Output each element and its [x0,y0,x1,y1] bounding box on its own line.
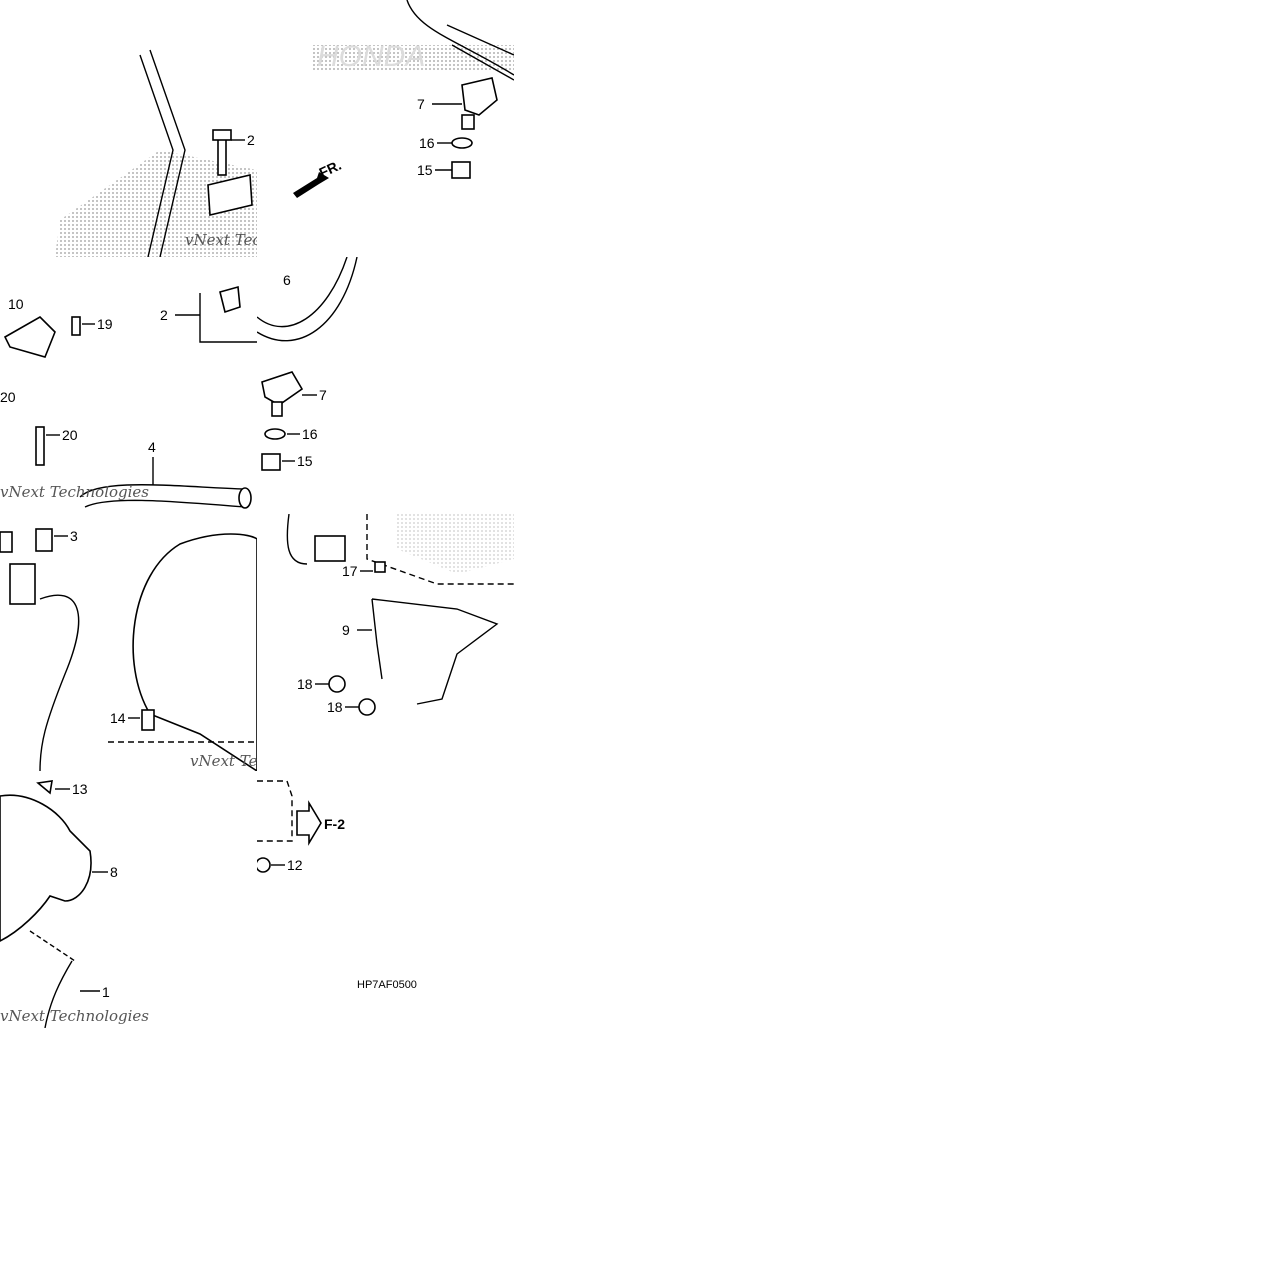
callout-15: 15 [417,162,433,178]
callout-18a: 18 [297,676,313,692]
nut-15-lower [261,453,281,471]
handlebar-section [446,24,514,81]
clip-3 [35,528,53,552]
handlebar-pipe [149,49,186,257]
clip-13 [36,780,53,795]
callout-17: 17 [342,563,358,579]
callout-10: 10 [8,296,24,312]
handlebar-4 [79,484,246,508]
callout-16-lower: 16 [302,426,318,442]
callout-19: 19 [97,316,113,332]
callout-15-lower: 15 [297,453,313,469]
callout-7-lower: 7 [319,387,327,403]
wire [286,514,308,565]
washer-16-lower [264,428,286,440]
callout-6: 6 [283,272,291,288]
callout-16: 16 [419,135,435,151]
handlebar-6 [257,257,348,328]
hose-1 [44,960,73,1028]
callout-12: 12 [287,857,303,873]
callout-2: 2 [247,132,255,148]
watermark-text-4: vNext Technologies [0,1007,149,1025]
callout-14: 14 [110,710,126,726]
bolt-head [212,129,232,141]
callout-1: 1 [102,984,110,1000]
callout-3: 3 [70,528,78,544]
bolt-20 [35,426,45,466]
headlight-cover [132,533,257,771]
clip-3a [0,531,13,553]
front-arrow-icon [293,172,329,198]
callout-7: 7 [417,96,425,112]
bolt-17 [374,561,386,573]
wire-harness [39,594,80,771]
handlebar-pipe-edge [139,54,174,257]
watermark-text-2: vNext Technologies [0,483,149,501]
front-label: FR. [317,157,344,181]
holder-upper [207,174,253,216]
washer-16 [451,137,473,149]
nut-12 [257,857,271,873]
lower-cover-8 [0,794,92,942]
nut-18b [358,698,376,716]
key-switch [219,285,241,314]
riser-7-lower [261,371,304,406]
watermark-text: vNext Technologies [185,231,257,249]
tile-stay: 17 9 18 18 [257,514,514,771]
bracket-10 [3,316,56,358]
nut-18a [328,675,346,693]
tile-bracket: 10 19 20 20 2 4 vNext Technologies [0,257,257,514]
callout-4: 4 [148,439,156,455]
callout-9: 9 [342,622,350,638]
connector [314,535,346,562]
tile-riser-upper: HONDA 7 16 15 FR. [257,0,514,257]
watermark-text-3: vNext Technologies [190,752,257,770]
socket [9,563,36,605]
callout-18b: 18 [327,699,343,715]
tile-reference: F-2 12 HP7AF0500 [257,771,514,1028]
nut-15 [451,161,471,179]
callout-20: 20 [62,427,78,443]
reference-arrow-icon [296,800,322,846]
tile-riser-lower: 6 7 16 15 [257,257,514,514]
brand-watermark: HONDA [317,40,425,73]
tile-cover-upper: 3 14 vNext Technologies [0,514,257,771]
callout-2-lower: 2 [160,307,168,323]
tile-handlebar-upper: 2 vNext Technologies [0,0,257,257]
callout-8: 8 [110,864,118,880]
diagram-code: HP7AF0500 [357,979,417,991]
bolt-19 [71,316,81,336]
screw-14 [141,709,155,731]
callout-20-left: 20 [0,389,16,405]
dotted-watermark-shape [55,150,257,257]
riser-7 [461,77,498,116]
callout-13: 13 [72,781,88,797]
reference-label: F-2 [324,816,345,832]
tile-cover-lower: 13 8 1 vNext Technologies [0,771,257,1028]
stay-9 [371,598,499,705]
bolt-shaft [217,134,227,176]
